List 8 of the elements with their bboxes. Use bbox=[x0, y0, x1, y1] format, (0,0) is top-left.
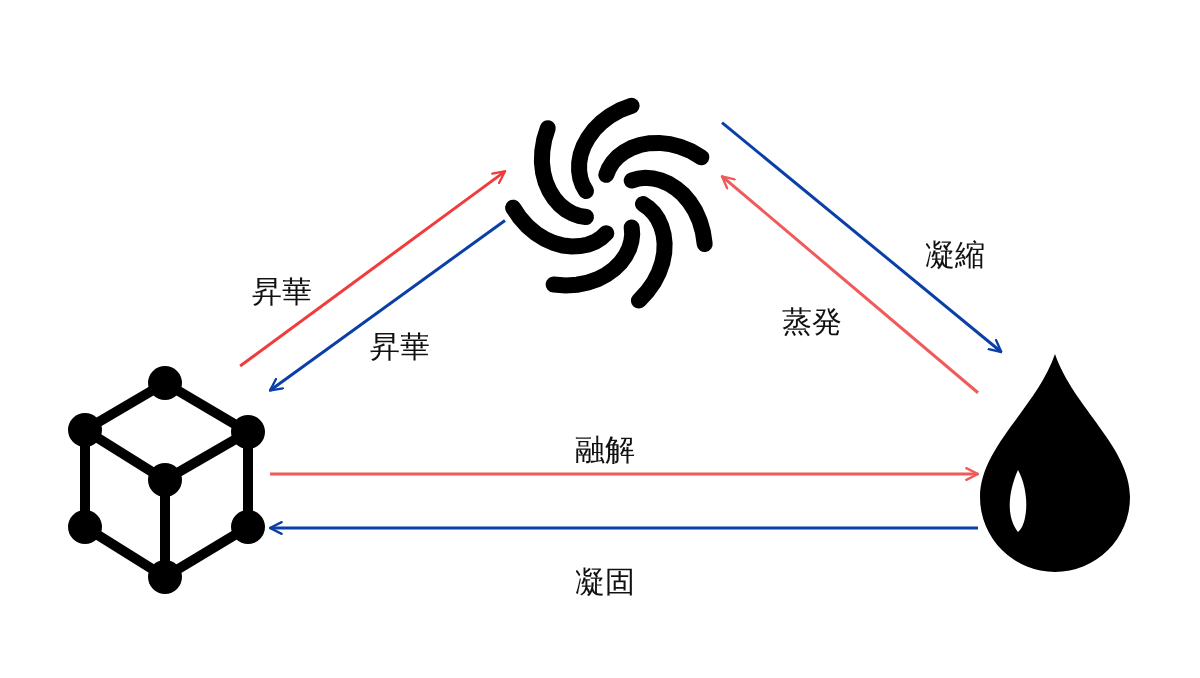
edge-label: 蒸発 bbox=[780, 304, 844, 340]
arrow bbox=[270, 467, 980, 481]
edge-label: 凝縮 bbox=[923, 237, 987, 273]
arrow bbox=[720, 175, 979, 394]
arrow bbox=[721, 121, 1003, 354]
arrow bbox=[268, 521, 978, 535]
arrow bbox=[268, 219, 506, 392]
arrow bbox=[239, 170, 507, 368]
